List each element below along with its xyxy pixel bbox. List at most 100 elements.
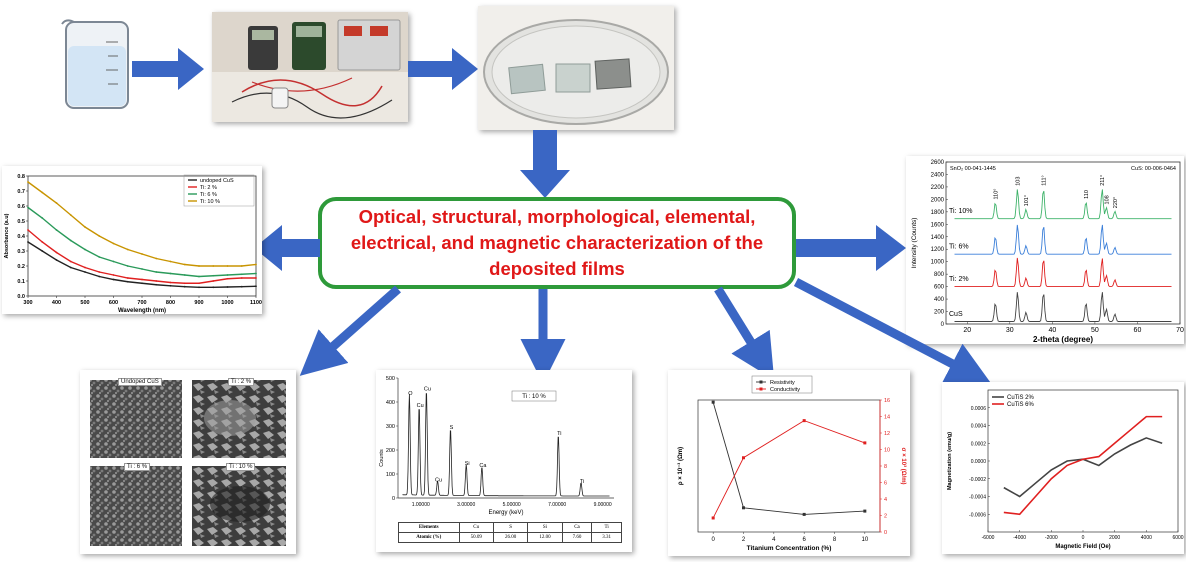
data-point — [169, 272, 172, 275]
y-right-tick-label: 2 — [884, 514, 887, 520]
y-tick-label: 0.5 — [17, 219, 25, 225]
legend-label: CuTiS 2% — [1007, 395, 1034, 401]
data-point — [126, 277, 129, 279]
x-tick-label: 2 — [742, 537, 746, 543]
arrow-right-2 — [408, 48, 478, 90]
x-tick-label: 6 — [802, 537, 806, 543]
data-point — [198, 275, 200, 278]
xrd-series-line — [954, 189, 1172, 220]
arrow-to-sem — [299, 285, 401, 376]
peak-label: 220° — [1113, 197, 1119, 208]
legend-label: undoped CuS — [200, 178, 234, 184]
x-tick-label: 1000 — [221, 300, 233, 306]
data-point — [183, 282, 186, 285]
peak-label: 108 — [1104, 195, 1110, 204]
edx-table-header-row: Elements Cu S Si Ca Ti — [398, 522, 622, 533]
data-point — [711, 400, 715, 404]
data-point — [169, 260, 172, 263]
y-tick-label: 0 — [941, 322, 945, 328]
data-point — [141, 268, 143, 270]
data-point — [240, 273, 243, 276]
y-tick-label: -0.0006 — [969, 512, 986, 518]
series-label: CuS — [949, 311, 963, 318]
x-tick-label: 1100 — [250, 300, 262, 306]
xrd-series-line — [954, 224, 1172, 255]
y-tick-label: 0.6 — [17, 204, 25, 210]
x-tick-label: 4 — [772, 537, 776, 543]
y-tick-label: -0.0004 — [969, 495, 986, 501]
data-point — [141, 282, 143, 285]
peak-label: 110 — [1084, 190, 1090, 199]
y-tick-label: 2200 — [931, 185, 945, 191]
peak-label: Ca — [479, 463, 487, 469]
y-tick-label: 1000 — [931, 260, 945, 266]
petri-dish-photo — [478, 6, 674, 130]
data-point — [863, 509, 867, 513]
data-point — [155, 257, 158, 260]
x-tick-label: -6000 — [982, 535, 995, 541]
data-point — [240, 277, 243, 279]
data-point — [198, 265, 200, 267]
data-point — [212, 286, 215, 289]
y-tick-label: 1400 — [931, 235, 945, 241]
data-point — [84, 226, 86, 228]
legend-label: Ti: 6 % — [200, 192, 217, 198]
peak-label: Cu — [424, 386, 431, 392]
data-point — [112, 260, 115, 263]
arrow-left — [254, 225, 320, 271]
annotation-sno2: SnO₂ 00-041-1445 — [950, 166, 996, 172]
x-tick-label: 70 — [1176, 327, 1184, 334]
peak-label: 103 — [1015, 177, 1021, 186]
x-tick-label: 0 — [711, 537, 715, 543]
data-point — [55, 202, 58, 204]
series-line — [1003, 415, 1163, 516]
y-tick-label: 600 — [934, 285, 945, 291]
data-point — [141, 253, 143, 255]
data-point — [69, 239, 72, 242]
annotation-cus: CuS: 00-006-0464 — [1131, 166, 1176, 172]
peak-label: Ti — [580, 479, 584, 485]
y-tick-label: 300 — [386, 424, 395, 430]
legend-label: Conductivity — [770, 387, 800, 393]
data-point — [112, 242, 115, 245]
legend-label: CuTiS 6% — [1007, 402, 1034, 408]
x-tick-label: 40 — [1048, 327, 1056, 334]
data-point — [711, 516, 715, 520]
characterization-title-text: Optical, structural, morphological, elem… — [350, 206, 764, 279]
data-point — [27, 229, 29, 231]
edx-header-cell: Cu — [458, 522, 494, 533]
series-label: Ti: 2% — [949, 276, 969, 283]
data-point — [212, 280, 215, 282]
y-right-tick-label: 14 — [884, 415, 890, 421]
y-tick-label: 400 — [934, 297, 945, 303]
data-point — [69, 214, 72, 216]
y-tick-label: 100 — [386, 472, 395, 478]
x-tick-label: 4000 — [1141, 535, 1152, 541]
x-tick-label: 0 — [1082, 535, 1085, 541]
x-axis-label: Wavelength (nm) — [118, 308, 166, 314]
y-tick-label: 0.0 — [17, 294, 25, 300]
x-tick-label: 5.00000 — [503, 502, 521, 508]
data-point — [169, 284, 172, 287]
data-point — [255, 263, 257, 266]
data-point — [155, 283, 158, 286]
x-tick-label: 9.00000 — [594, 502, 612, 508]
data-point — [98, 235, 101, 237]
legend-label: Resistivity — [770, 380, 795, 386]
x-tick-label: 800 — [166, 300, 175, 306]
data-point — [27, 241, 29, 243]
data-point — [126, 280, 129, 283]
y-tick-label: 2600 — [931, 160, 945, 166]
peak-label: Cu — [417, 403, 424, 409]
x-tick-label: 500 — [80, 300, 89, 306]
x-tick-label: 600 — [109, 300, 118, 306]
data-point — [98, 275, 101, 278]
x-tick-label: 3.00000 — [457, 502, 475, 508]
data-point — [183, 274, 186, 276]
data-point — [240, 265, 243, 267]
title-box — [511, 390, 557, 402]
